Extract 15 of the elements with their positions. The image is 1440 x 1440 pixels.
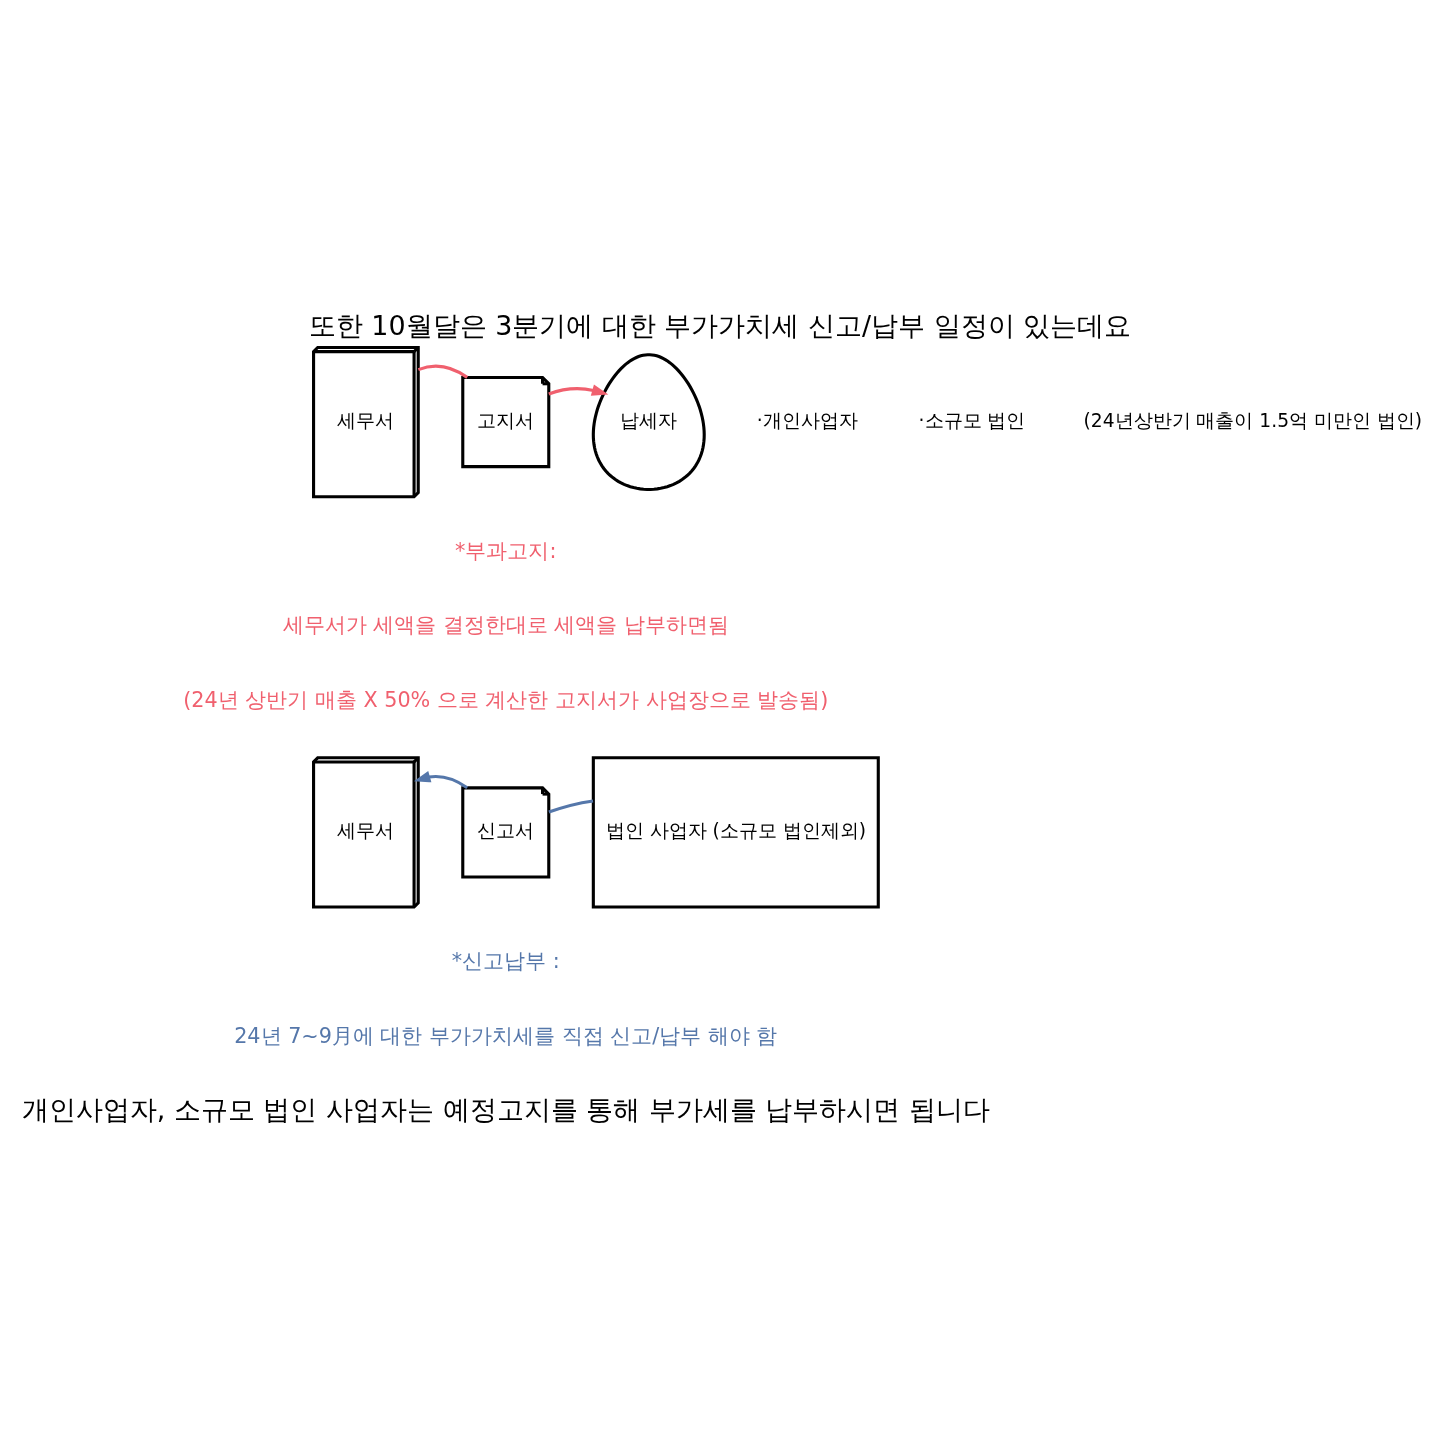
connector [417, 364, 469, 379]
label: 세무서가 세액을 결정한대로 세액을 납부하면됨 [282, 612, 729, 637]
node-box: 법인 사업자 (소규모 법인제외) [591, 755, 880, 909]
caption: 개인사업자, 소규모 법인 사업자는 예정고지를 통해 부가세를 납부하시면 됩니다 [21, 1093, 990, 1125]
label: *부과고지: [455, 538, 557, 563]
node-label: ·소규모 법인 [918, 409, 1026, 431]
arrow [413, 770, 469, 789]
arrow [548, 383, 609, 396]
label: 24년 7~9月에 대한 부가가치세를 직접 신고/납부 해야 함 [234, 1023, 778, 1048]
node-label: ·개인사업자 [756, 409, 858, 431]
diagram-title: 또한 10월달은 3분기에 대한 부가가치세 신고/납부 일정이 있는데요 [308, 309, 1132, 341]
label: (24년 상반기 매출 X 50% 으로 계산한 고지서가 사업장으로 발송됨) [183, 687, 829, 712]
connector [548, 798, 594, 813]
node-label: (24년상반기 매출이 1.5억 미만인 법인) [1083, 409, 1423, 431]
label: *신고납부 : [451, 948, 560, 973]
